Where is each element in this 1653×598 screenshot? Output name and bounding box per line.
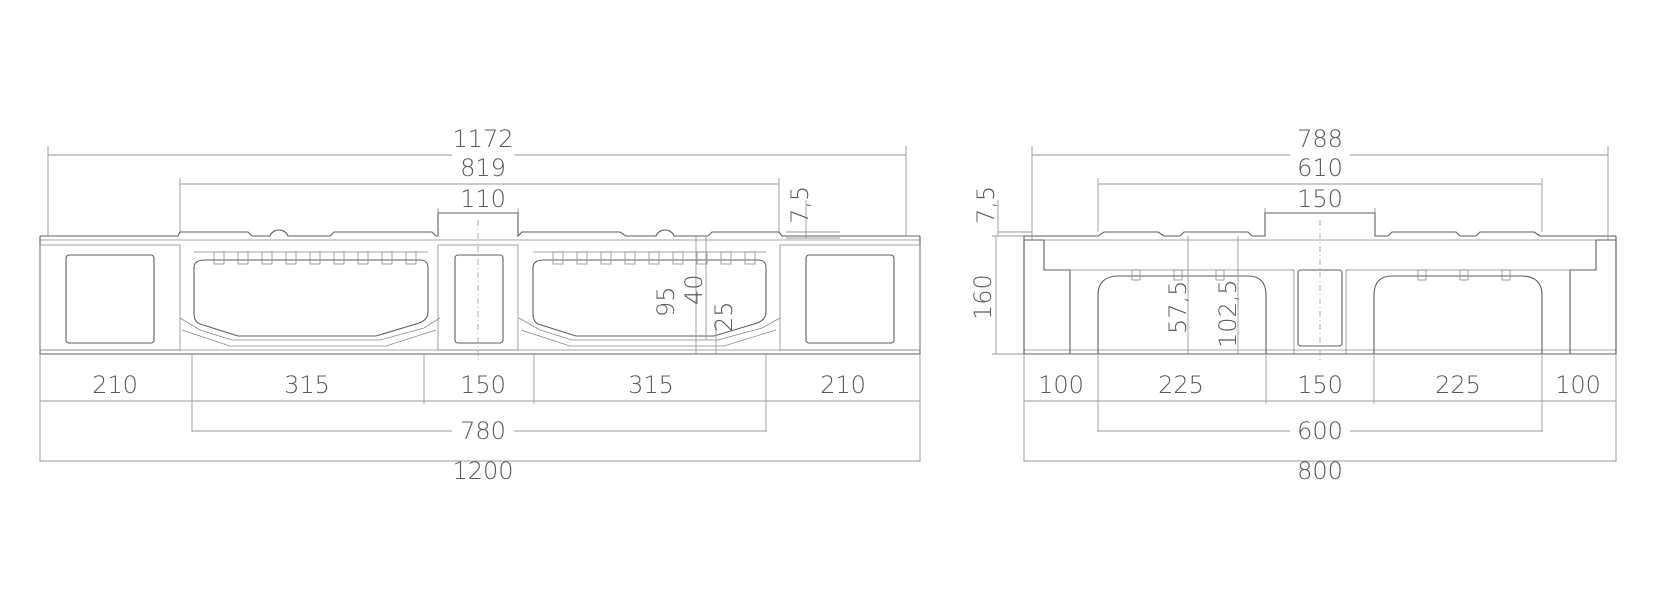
label-side-seg-5: 210: [820, 371, 866, 399]
label-102-5: 102,5: [1214, 279, 1242, 348]
label-1172: 1172: [452, 125, 513, 153]
dim-end-lip: 7,5: [972, 186, 1032, 237]
dim-end-bottom-inner: 600: [1098, 417, 1542, 446]
label-800: 800: [1297, 457, 1343, 485]
dim-end-bottom-segments: 100 225 150 225 100: [1023, 354, 1617, 462]
label-side-7-5: 7,5: [786, 186, 814, 224]
side-right-opening: [518, 251, 781, 347]
label-600: 600: [1297, 417, 1343, 445]
label-end-seg-5: 100: [1555, 371, 1601, 399]
dim-side-lip: 7,5: [786, 186, 840, 239]
end-view: 788 610 150 7,5 160: [969, 122, 1617, 485]
label-side-seg-2: 315: [284, 371, 330, 399]
side-pallet-body: [39, 212, 921, 360]
dim-end-inner-heights: 57,5 102,5: [1164, 236, 1242, 354]
label-end-seg-4: 225: [1435, 371, 1481, 399]
end-pallet-body: [1023, 212, 1617, 360]
side-left-opening: [179, 251, 441, 347]
label-end-150: 150: [1297, 185, 1343, 213]
label-780: 780: [460, 417, 506, 445]
label-end-seg-1: 100: [1038, 371, 1084, 399]
side-view: 1172 819 110 7,5: [39, 122, 921, 485]
dim-side-bottom-overall: 1200: [40, 457, 920, 485]
label-160: 160: [969, 274, 997, 320]
dim-end-bottom-overall: 800: [1024, 457, 1616, 485]
label-788: 788: [1297, 125, 1343, 153]
label-95: 95: [652, 286, 680, 317]
dim-end-top-overall: 788: [1031, 122, 1609, 232]
label-end-seg-2: 225: [1158, 371, 1204, 399]
label-610: 610: [1297, 154, 1343, 182]
dim-end-height: 160: [969, 235, 1032, 355]
dim-side-top-deck: 819: [179, 152, 780, 232]
label-1200: 1200: [452, 457, 513, 485]
label-110: 110: [460, 185, 506, 213]
label-side-seg-3: 150: [460, 371, 506, 399]
label-819: 819: [460, 154, 506, 182]
dim-end-top-deck: 610: [1097, 152, 1543, 232]
label-end-7-5: 7,5: [972, 186, 1000, 224]
label-25: 25: [710, 301, 738, 332]
dim-side-heights: 95 40 25: [652, 236, 738, 354]
label-side-seg-4: 315: [628, 371, 674, 399]
label-40: 40: [680, 274, 708, 305]
label-57-5: 57,5: [1164, 281, 1192, 334]
label-side-seg-1: 210: [92, 371, 138, 399]
dim-side-bottom-inner: 780: [192, 417, 766, 446]
side-deck-ribs: [213, 251, 756, 265]
dim-side-bottom-segments: 210 315 150 315 210: [39, 354, 921, 462]
label-end-seg-3: 150: [1297, 371, 1343, 399]
